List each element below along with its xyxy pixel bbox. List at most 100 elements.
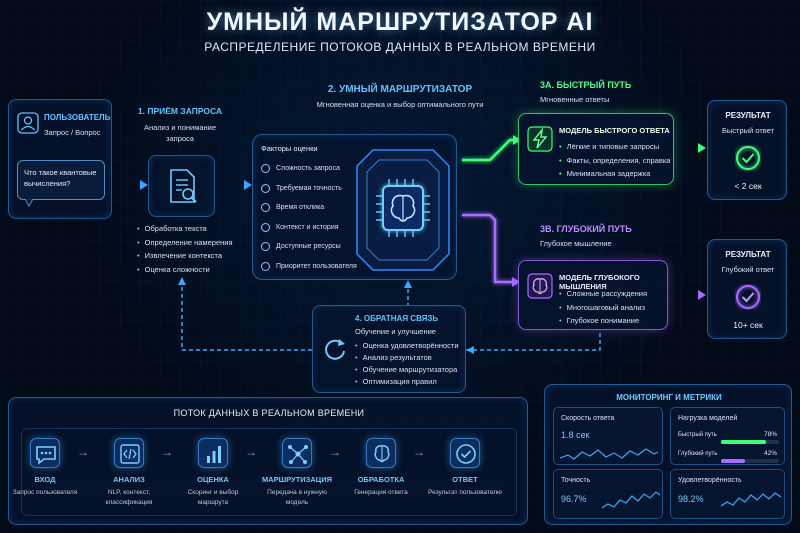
flow-step-label: ОБРАБОТКА (357, 475, 405, 484)
deep-list: Сложные рассуждения Многошаговый анализ … (559, 287, 647, 328)
flow-arrow-icon: → (161, 445, 173, 459)
speed-value: 1.8 сек (561, 430, 590, 440)
deep-item: Сложные рассуждения (559, 287, 647, 301)
factor-item: Время отклика (261, 198, 357, 218)
feedback-panel: 4. ОБРАТНАЯ СВЯЗЬ Обучение и улучшение О… (312, 305, 466, 393)
router-subtitle: Мгновенная оценка и выбор оптимального п… (316, 100, 484, 109)
page-title: УМНЫЙ МАРШРУТИЗАТОР AI (206, 8, 594, 36)
flow-step-label: ОЦЕНКА (197, 475, 229, 484)
result-fast-subtitle: Быстрый ответ (721, 126, 775, 135)
factor-item: Требуемая точность (261, 179, 357, 199)
accuracy-card: Точность 96.7% (553, 469, 663, 519)
load-card: Нагрузка моделей Быстрый путь 78% Глубок… (670, 407, 785, 465)
deep-title: 3В. ГЛУБОКИЙ ПУТЬ (540, 224, 632, 234)
bubble-tail (25, 199, 34, 207)
fast-item: Факты, определения, справка (559, 154, 671, 168)
question-text: Что такое квантовые вычисления? (24, 168, 97, 188)
speed-label: Скорость ответа (561, 415, 615, 422)
flow-arrow-icon: → (245, 445, 257, 459)
user-title: ПОЛЬЗОВАТЕЛЬ (44, 113, 111, 122)
lightning-icon (527, 126, 553, 152)
feedback-title: 4. ОБРАТНАЯ СВЯЗЬ (355, 314, 439, 323)
flow-title: ПОТОК ДАННЫХ В РЕАЛЬНОМ ВРЕМЕНИ (173, 408, 365, 418)
router-chip (353, 146, 453, 274)
deep-item: Многошаговый анализ (559, 301, 647, 315)
load-deep-value: 42% (763, 450, 777, 457)
user-subtitle: Запрос / Вопрос (44, 128, 101, 137)
flow-step-desc: Передача в нужную модель (267, 489, 327, 506)
load-fast-track (721, 440, 779, 444)
brain-icon (527, 273, 553, 299)
result-deep-time: 10+ сек (733, 320, 763, 330)
load-deep-bar (721, 459, 746, 463)
check-circle-icon (736, 146, 760, 170)
check-circle-icon (736, 285, 760, 309)
monitoring-panel: МОНИТОРИНГ И МЕТРИКИ Скорость ответа 1.8… (544, 384, 792, 525)
deep-subtitle: Глубокое мышление (540, 239, 612, 248)
deep-item: Глубокое понимание (559, 314, 647, 328)
flow-step-desc: Генерация ответа (354, 489, 408, 496)
load-fast-bar (721, 440, 767, 444)
clock-icon (261, 164, 270, 174)
user-icon (17, 112, 39, 134)
target-icon (261, 183, 270, 193)
intake-item: Обработка текста (137, 222, 233, 236)
fast-list: Лёгкие и типовые запросы Факты, определе… (559, 140, 671, 181)
intake-subtitle: Анализ и понимание запроса (143, 123, 217, 143)
chat-icon (30, 438, 60, 468)
refresh-icon (325, 339, 345, 360)
chip-brain-icon (356, 149, 450, 271)
flow-step-desc: Запрос пользователя (12, 489, 78, 496)
fast-model-title: МОДЕЛЬ БЫСТРОГО ОТВЕТА (559, 126, 670, 135)
accuracy-value: 96.7% (561, 494, 587, 504)
feedback-item: Оценка удовлетворённости (355, 340, 459, 352)
load-label: Нагрузка моделей (678, 415, 738, 422)
user-priority-icon (261, 261, 270, 271)
timer-icon (261, 203, 270, 213)
feedback-item: Обучение маршрутизатора (355, 364, 459, 376)
factor-item: Приоритет пользователя (261, 257, 357, 277)
intake-item: Извлечение контекста (137, 249, 233, 263)
result-deep-panel: РЕЗУЛЬТАТ Глубокий ответ 10+ сек (707, 239, 787, 339)
monitoring-title: МОНИТОРИНГ И МЕТРИКИ (616, 393, 722, 402)
intake-icon-box (148, 155, 215, 217)
question-bubble: Что такое квантовые вычисления? (17, 160, 105, 200)
feedback-item: Анализ результатов (355, 352, 459, 364)
flow-step-label: МАРШРУТИЗАЦИЯ (261, 475, 333, 484)
page-subtitle: РАСПРЕДЕЛЕНИЕ ПОТОКОВ ДАННЫХ В РЕАЛЬНОМ … (204, 40, 596, 54)
result-fast-title: РЕЗУЛЬТАТ (725, 111, 771, 120)
database-icon (261, 242, 270, 252)
load-fast-label: Быстрый путь (678, 432, 717, 438)
result-deep-subtitle: Глубокий ответ (721, 265, 775, 274)
intake-item: Определение намерения (137, 236, 233, 250)
feedback-item: Оптимизация правил (355, 376, 459, 388)
load-deep-track (721, 459, 779, 463)
code-icon (114, 438, 144, 468)
result-fast-time: < 2 сек (734, 181, 762, 191)
flow-inner (21, 428, 517, 516)
factors-title: Факторы оценки (261, 144, 318, 153)
satisfaction-sparkline (721, 492, 781, 507)
factors-panel: Факторы оценки Сложность запроса Требуем… (252, 134, 457, 280)
document-search-icon (170, 169, 197, 203)
satisfaction-card: Удовлетворённость 98.2% (670, 469, 785, 519)
flow-arrow-icon: → (413, 445, 425, 459)
flow-step-desc: Скоринг и выбор маршрута (187, 489, 239, 506)
flow-step-desc: NLP, контекст, классификация (105, 489, 153, 506)
satisfaction-label: Удовлетворённость (678, 477, 742, 484)
flow-step-label: ВХОД (34, 475, 56, 484)
user-panel: ПОЛЬЗОВАТЕЛЬ Запрос / Вопрос Что такое к… (8, 99, 112, 219)
feedback-subtitle: Обучение и улучшение (355, 327, 436, 336)
history-icon (261, 222, 270, 232)
intake-item: Оценка сложности (137, 263, 233, 277)
fast-model-panel: МОДЕЛЬ БЫСТРОГО ОТВЕТА Лёгкие и типовые … (518, 113, 674, 185)
factor-item: Доступные ресурсы (261, 237, 357, 257)
factor-item: Сложность запроса (261, 159, 357, 179)
flow-arrow-icon: → (329, 445, 341, 459)
flow-arrow-icon: → (77, 445, 89, 459)
factor-item: Контекст и история (261, 218, 357, 238)
speed-sparkline (560, 448, 658, 460)
intake-list: Обработка текста Определение намерения И… (137, 222, 233, 276)
check-icon (450, 438, 480, 468)
feedback-list: Оценка удовлетворённости Анализ результа… (355, 340, 459, 388)
